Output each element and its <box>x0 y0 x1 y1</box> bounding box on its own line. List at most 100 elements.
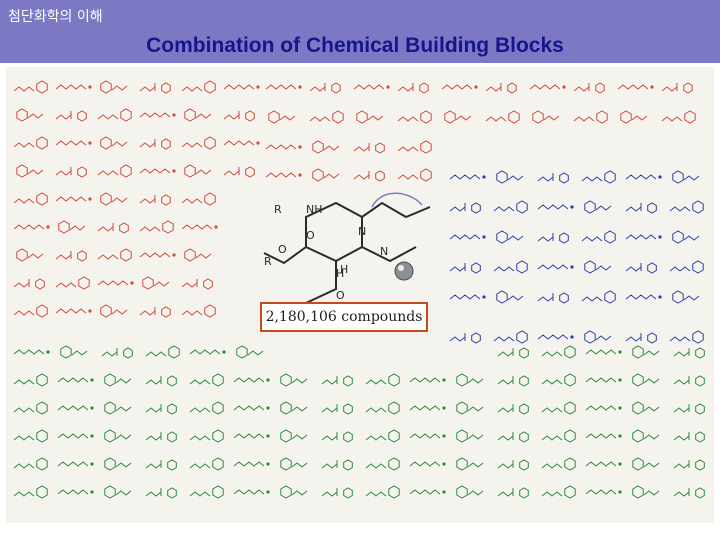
alkyne-block <box>584 260 612 274</box>
bond-sketch <box>442 378 446 382</box>
alkyne-block <box>537 292 569 304</box>
bond-sketch <box>595 335 612 341</box>
acid-block <box>409 377 446 383</box>
scaffold-bonds <box>305 246 417 304</box>
bond-sketch <box>643 434 660 440</box>
acid-block <box>101 347 133 359</box>
bond-sketch <box>669 336 691 342</box>
bond-sketch <box>625 234 657 240</box>
bond-sketch <box>172 113 176 117</box>
bond-sketch <box>60 345 72 359</box>
bond-sketch <box>291 462 308 468</box>
amine-block <box>13 136 48 150</box>
bond-sketch <box>388 373 400 387</box>
bond-sketch <box>618 434 622 438</box>
bond-sketch <box>233 461 265 467</box>
bond-sketch <box>456 457 468 471</box>
amine-block <box>55 140 92 146</box>
bond-sketch <box>36 401 48 415</box>
bond-sketch <box>497 463 514 469</box>
bond-sketch <box>695 459 705 471</box>
bond-sketch <box>142 276 154 290</box>
amine-block <box>181 192 216 206</box>
bond-sketch <box>467 406 484 412</box>
bond-sketch <box>474 85 478 89</box>
amine-block <box>16 108 44 122</box>
amine-block <box>573 110 608 124</box>
bond-sketch <box>172 169 176 173</box>
amine-block <box>223 84 260 90</box>
bond-sketch <box>321 491 338 497</box>
bond-sketch <box>672 170 684 184</box>
acid-block <box>280 373 308 387</box>
bond-sketch <box>564 457 576 471</box>
acid-block <box>233 433 270 439</box>
bond-sketch <box>69 225 86 231</box>
bond-sketch <box>27 253 44 259</box>
amine-block <box>139 306 171 318</box>
acid-block <box>13 349 50 355</box>
bond-sketch <box>46 225 50 229</box>
bond-sketch <box>16 164 28 178</box>
acid-block <box>541 401 576 415</box>
bond-sketch <box>388 429 400 443</box>
bond-sketch <box>564 429 576 443</box>
alkyne-block <box>625 262 657 274</box>
bond-sketch <box>268 110 280 124</box>
bond-sketch <box>245 110 255 122</box>
bond-sketch <box>618 462 622 466</box>
slide-header: 첨단화학의 이해 Combination of Chemical Buildin… <box>0 0 720 63</box>
bond-sketch <box>57 405 89 411</box>
bond-sketch <box>442 490 446 494</box>
bond-sketch <box>291 378 308 384</box>
bond-sketch <box>581 236 603 242</box>
acid-block <box>145 487 177 499</box>
bond-sketch <box>130 281 134 285</box>
bond-sketch <box>13 491 35 497</box>
alkyne-block <box>625 294 662 300</box>
resin-bead-highlight <box>398 265 404 271</box>
alkyne-block <box>449 294 486 300</box>
bond-sketch <box>233 377 265 383</box>
bond-sketch <box>291 490 308 496</box>
alkyne-block <box>496 230 524 244</box>
alkyne-block <box>449 262 481 274</box>
alkyne-block <box>581 290 616 304</box>
bond-sketch <box>145 463 162 469</box>
bond-sketch <box>409 489 441 495</box>
bond-sketch <box>145 407 162 413</box>
bond-sketch <box>456 485 468 499</box>
bond-sketch <box>139 112 171 118</box>
bond-sketch <box>672 230 684 244</box>
acid-block <box>585 433 622 439</box>
bond-sketch <box>184 164 196 178</box>
bond-sketch <box>212 485 224 499</box>
bond-sketch <box>507 82 517 94</box>
bond-sketch <box>312 140 324 154</box>
amine-block <box>620 110 648 124</box>
bond-sketch <box>643 490 660 496</box>
bond-sketch <box>97 226 114 232</box>
bond-sketch <box>139 142 156 148</box>
amine-block <box>139 252 176 258</box>
bond-sketch <box>673 491 690 497</box>
bond-sketch <box>35 278 45 290</box>
bond-sketch <box>189 349 221 355</box>
amine-block <box>97 222 129 234</box>
bond-sketch <box>212 401 224 415</box>
bond-sketch <box>585 405 617 411</box>
bond-sketch <box>223 84 255 90</box>
bond-sketch <box>204 304 216 318</box>
scaffold-atom-label: N <box>358 225 366 238</box>
acid-block <box>57 377 94 383</box>
bond-sketch <box>584 200 596 214</box>
bond-sketch <box>631 115 648 121</box>
amine-block <box>223 140 260 146</box>
acid-block <box>632 457 660 471</box>
amine-block <box>13 192 48 206</box>
bond-sketch <box>643 462 660 468</box>
bond-sketch <box>449 336 466 342</box>
bond-sketch <box>36 192 48 206</box>
bond-sketch <box>604 230 616 244</box>
bond-sketch <box>669 206 691 212</box>
